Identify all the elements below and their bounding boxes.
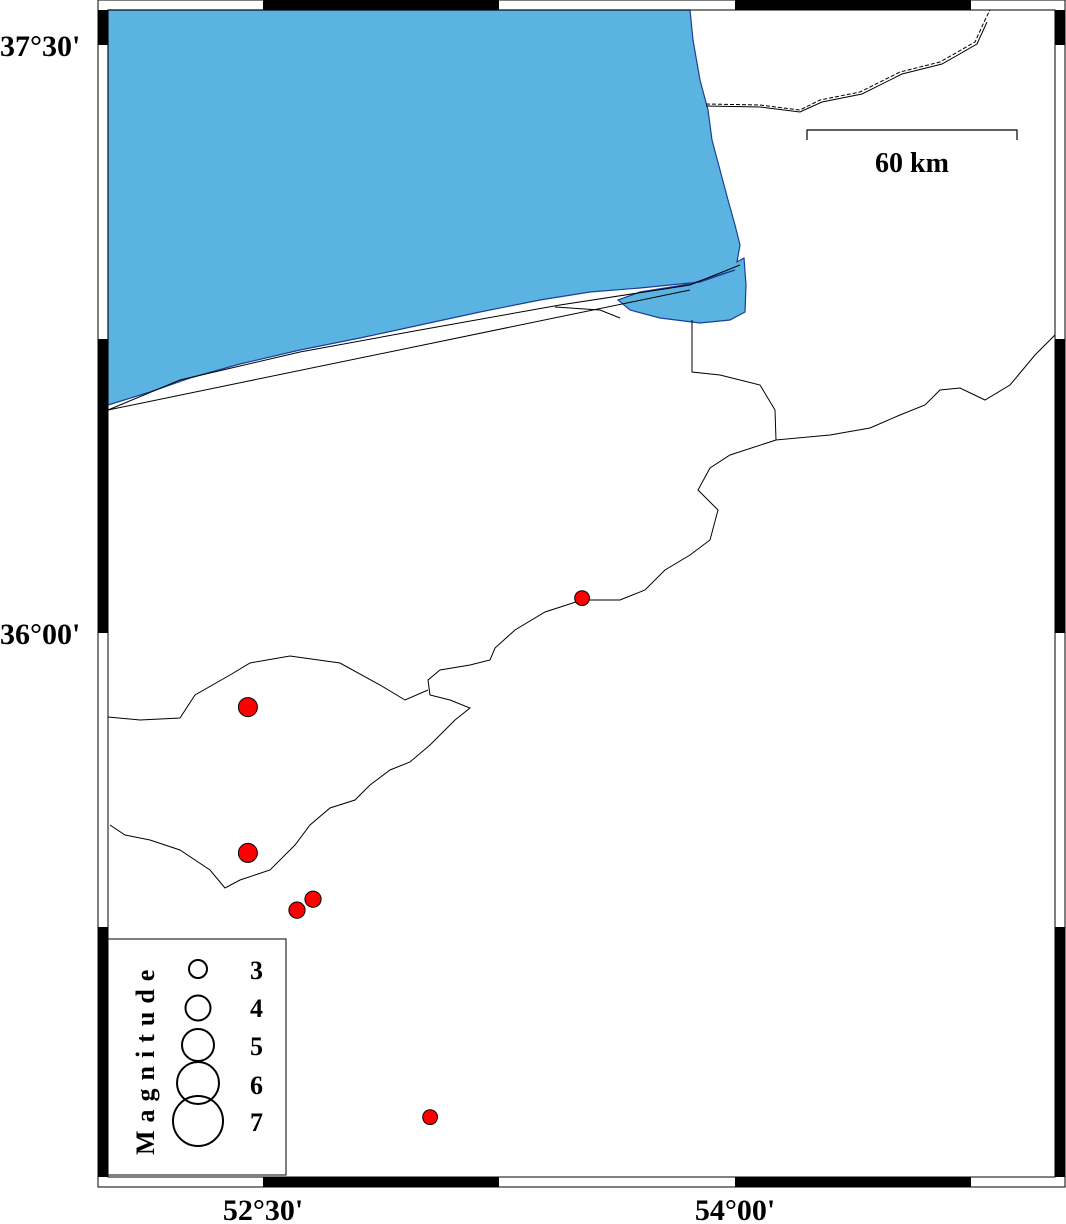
earthquake-layer	[237, 590, 590, 1126]
legend-label-7: 7	[250, 1108, 263, 1137]
earthquake-marker-2	[237, 842, 258, 863]
lon-label-52-30: 52°30'	[223, 1194, 303, 1224]
scale-bar: 60 km	[806, 129, 1018, 179]
legend-circle-7	[172, 1095, 224, 1147]
legend-label-5: 5	[250, 1032, 263, 1061]
legend-label-3: 3	[250, 956, 263, 985]
lat-label-37-30: 37°30'	[0, 30, 80, 63]
lat-label-36-00: 36°00'	[0, 618, 80, 651]
earthquake-marker-0	[574, 590, 590, 607]
legend-circle-3	[188, 959, 208, 979]
earthquake-marker-4	[304, 890, 322, 908]
scale-bar-label: 60 km	[875, 148, 949, 179]
earthquake-marker-3	[288, 901, 306, 919]
legend-label-4: 4	[250, 994, 263, 1023]
legend-title: Magnitude	[131, 962, 160, 1155]
magnitude-legend: Magnitude 3 4 5 6 7	[107, 938, 287, 1176]
earthquake-marker-1	[237, 697, 258, 718]
legend-circle-4	[184, 994, 212, 1022]
earthquake-marker-5	[422, 1109, 438, 1126]
country-borders	[107, 9, 1056, 889]
legend-label-6: 6	[250, 1071, 263, 1100]
caspian-sea	[107, 9, 747, 406]
legend-circle-6	[176, 1061, 220, 1105]
lon-label-54-00: 54°00'	[695, 1194, 775, 1224]
map-frame	[97, 0, 1066, 1188]
